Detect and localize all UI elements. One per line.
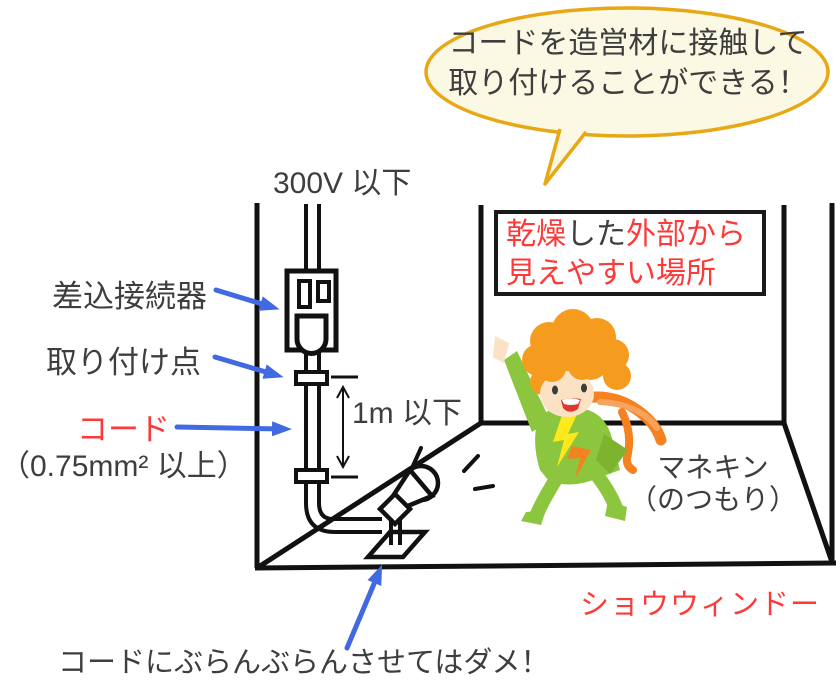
location-note-seg2: した	[566, 218, 626, 251]
cord-label: コード	[77, 412, 170, 447]
speech-bubble-line1: コードを造営材に接触して	[448, 27, 808, 60]
location-note-box: 乾燥した外部から 見えやすい場所	[494, 210, 766, 296]
show-window-label: ショウウィンドー	[580, 589, 821, 621]
cord-icon	[304, 352, 382, 534]
attachment-point-label: 取り付け点	[46, 345, 201, 380]
mannequin-caption-line1: マネキン	[657, 452, 769, 483]
plug-connector-icon	[284, 268, 339, 356]
arrow-no-dangle-icon	[344, 564, 383, 651]
cord-clamp-bottom-icon	[294, 468, 329, 484]
speech-bubble-icon	[424, 6, 830, 186]
voltage-limit-label: 300V 以下	[273, 167, 412, 200]
arrow-cord-icon	[174, 421, 292, 437]
location-note-line2: 見えやすい場所	[506, 257, 716, 290]
mannequin-illustration	[493, 309, 667, 525]
spotlight-icon	[363, 446, 495, 560]
mannequin-caption-line2: （のつもり）	[628, 484, 797, 516]
spacing-limit-label: 1m 以下	[352, 397, 463, 430]
mannequin-caption: マネキン （のつもり）	[628, 452, 798, 516]
location-note-seg3: 外部から	[626, 218, 746, 251]
no-dangle-warning-label: コードにぶらんぶらんさせてはダメ！	[58, 647, 550, 679]
cord-clamp-top-icon	[294, 370, 329, 386]
cord-spec-label: （0.75mm² 以上）	[0, 450, 247, 483]
location-note-line1: 乾燥した外部から	[506, 215, 756, 254]
speech-bubble-text: コードを造営材に接触して 取り付けることができる！	[437, 24, 819, 104]
supply-wires-icon	[304, 204, 321, 271]
dimension-arrow-icon	[331, 375, 358, 479]
speech-bubble-line2: 取り付けることができる！	[448, 66, 808, 100]
light-rays-icon	[410, 446, 495, 491]
location-note-seg1: 乾燥	[506, 218, 566, 251]
arrow-attachment-point-icon	[212, 354, 284, 379]
plug-connector-label: 差込接続器	[52, 279, 207, 314]
arrow-plug-connector-icon	[213, 287, 280, 311]
annotation-arrows	[174, 287, 383, 651]
